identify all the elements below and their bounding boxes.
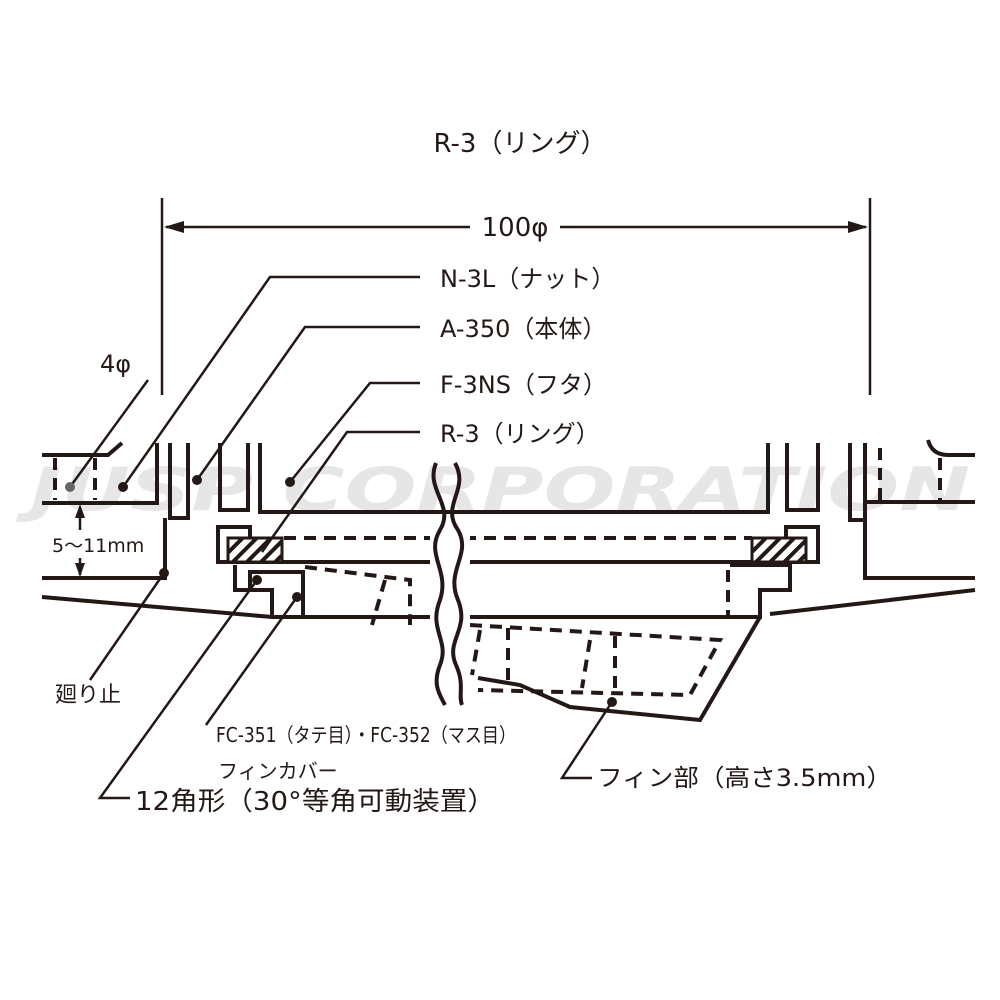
- leader-lines: [50, 275, 617, 800]
- right-structure: [769, 439, 976, 616]
- ring-label: R-3（リング）: [440, 420, 600, 448]
- lid-assembly: [216, 525, 820, 723]
- title-label: R-3（リング）: [434, 129, 607, 159]
- fin-cover-label: フィンカバー: [218, 759, 338, 783]
- diameter-dimension: [160, 198, 872, 395]
- diameter-label: 100φ: [482, 213, 549, 243]
- right-gasket: [750, 536, 808, 564]
- gap-label: 5～11mm: [52, 535, 144, 557]
- left-structure: [41, 441, 770, 620]
- fin-cover-models-label: FC-351（タテ目）・FC-352（マス目）: [216, 723, 516, 747]
- watermark: JUSP CORPORATION: [16, 455, 970, 525]
- arrow-left-icon: [164, 221, 184, 233]
- nut-label: N-3L（ナット）: [440, 265, 615, 293]
- arrow-up-icon: [75, 504, 85, 518]
- hole-diameter-label: 4φ: [100, 350, 131, 378]
- lid-label: F-3NS（フタ）: [440, 371, 607, 399]
- break-line: [430, 462, 470, 706]
- body-label: A-350（本体）: [440, 315, 606, 343]
- left-gasket: [226, 536, 284, 564]
- dodecagon-label: 12角形（30°等角可動装置）: [135, 787, 495, 817]
- arrow-down-icon: [75, 563, 85, 577]
- anti-rotation-label: 廻り止: [55, 683, 121, 708]
- arrow-right-icon: [848, 221, 868, 233]
- fin-label: フィン部（高さ3.5mm）: [597, 764, 892, 792]
